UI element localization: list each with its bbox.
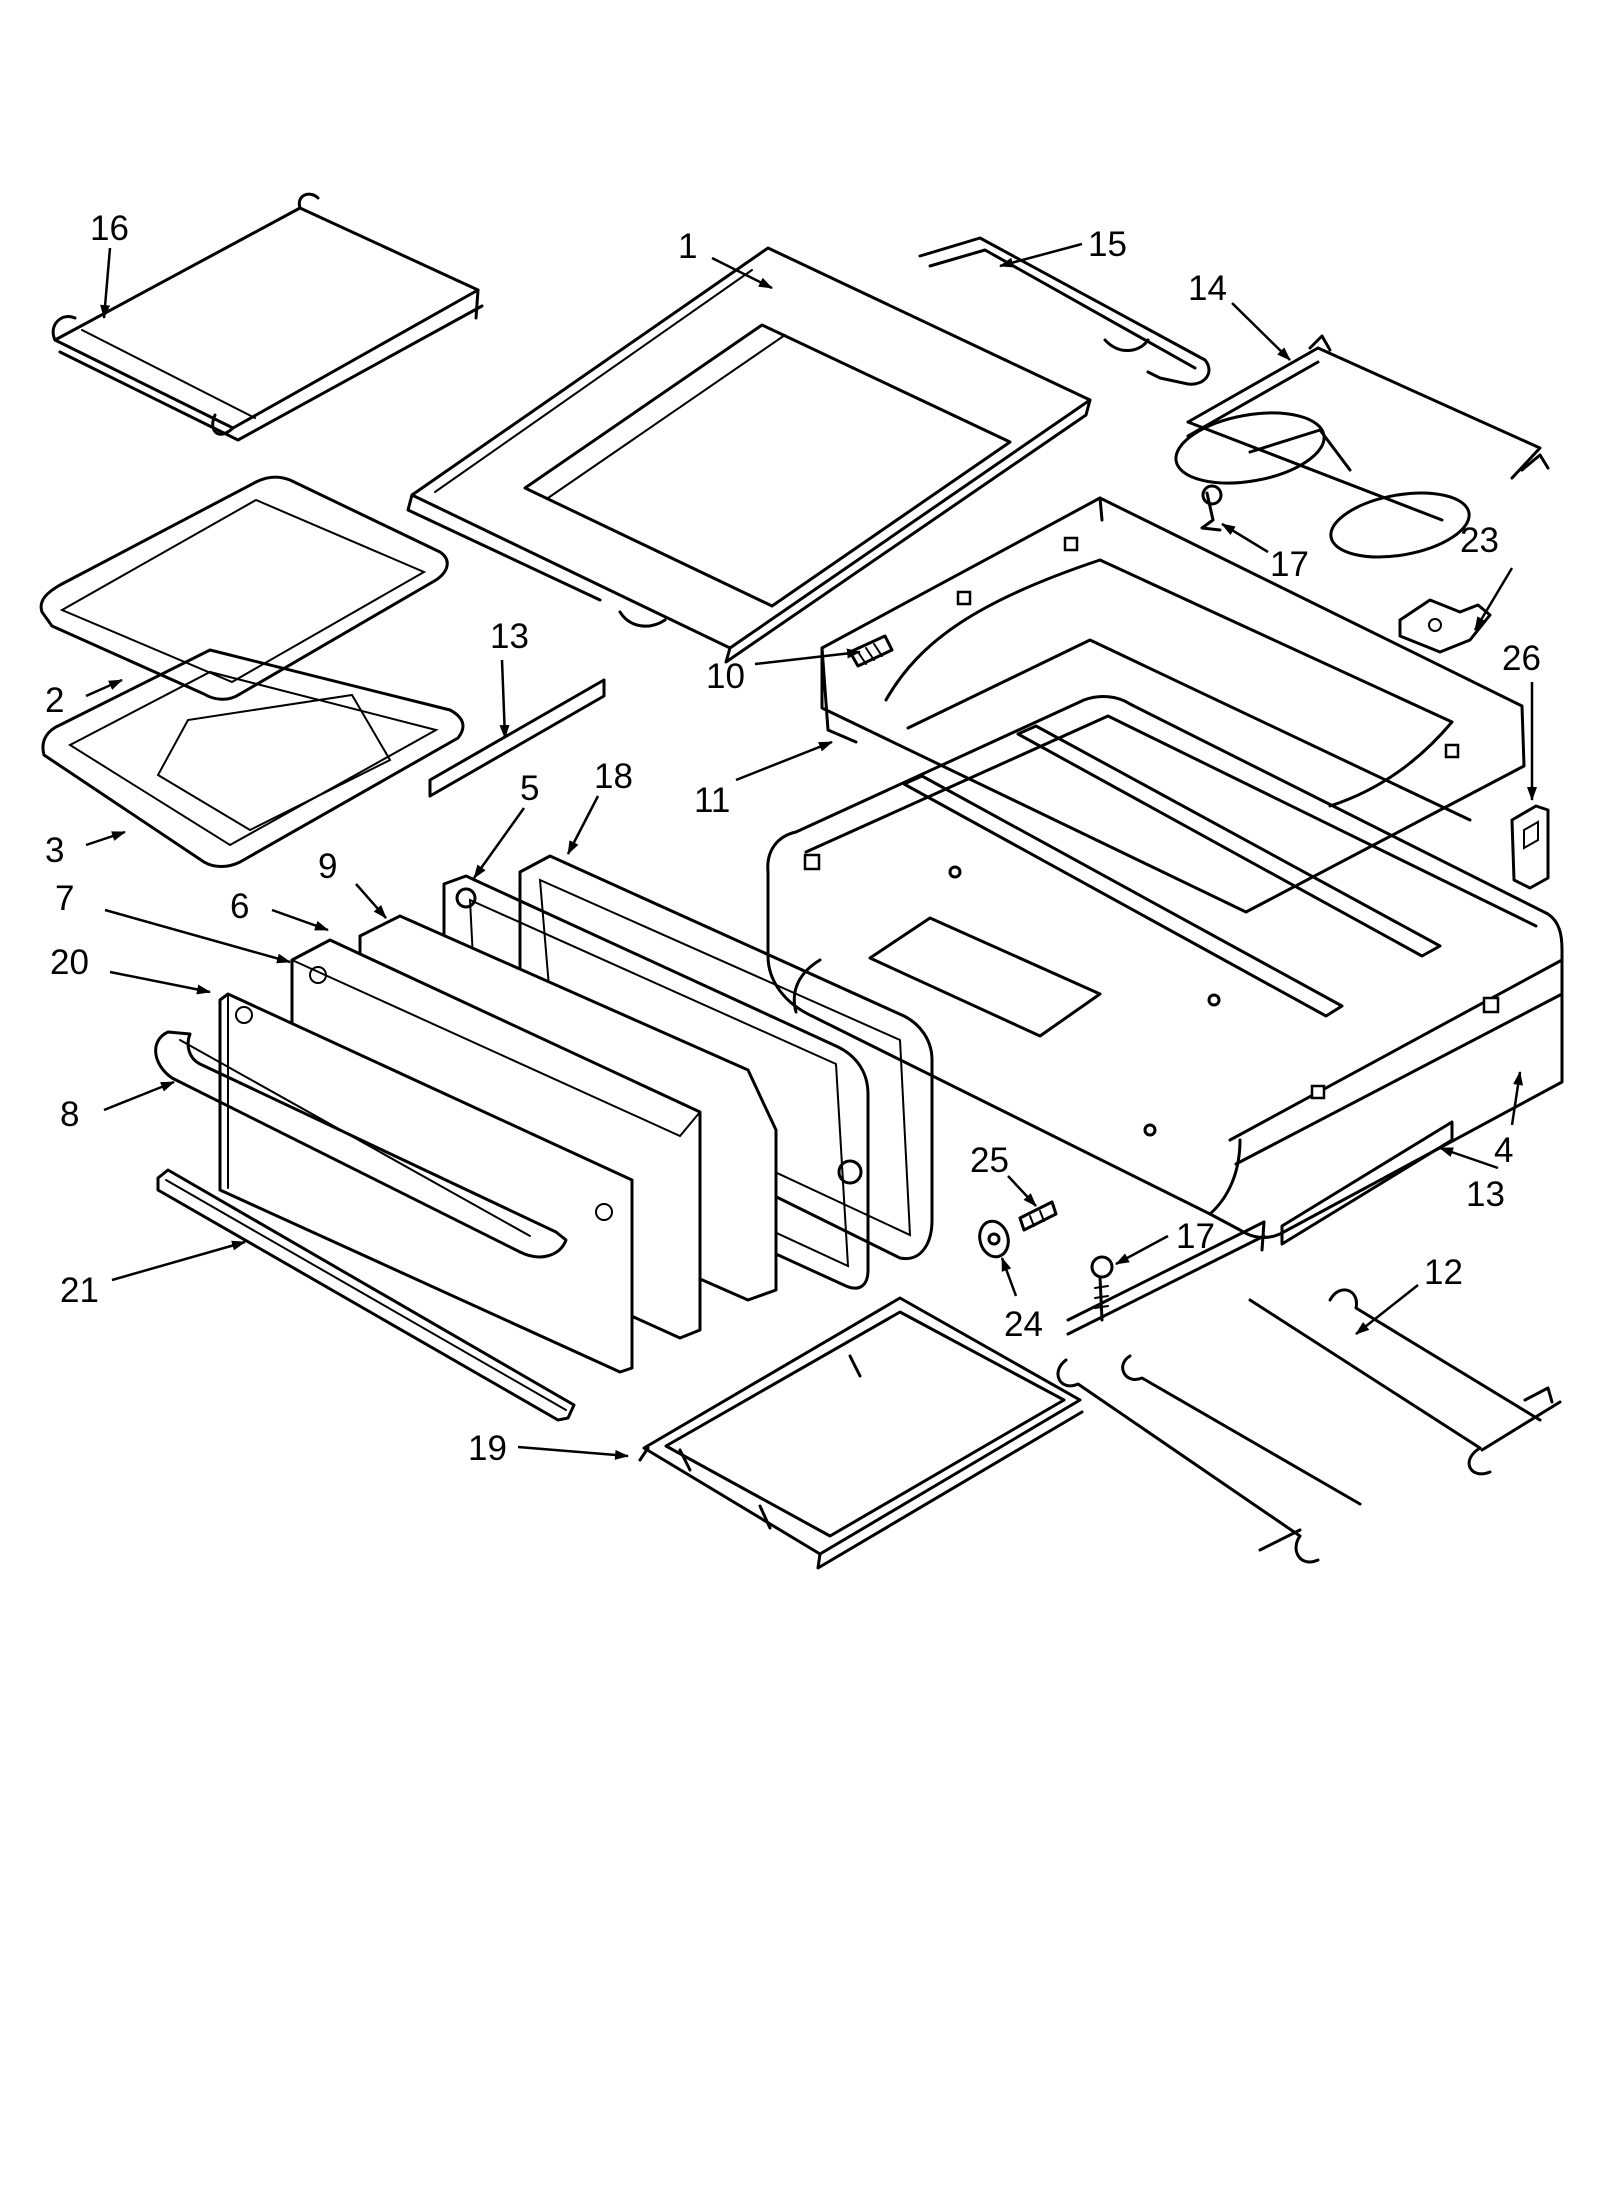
part-13-strip-lower bbox=[1280, 1120, 1454, 1246]
part-11-oven-liner bbox=[820, 496, 1526, 914]
callout-10: 10 bbox=[706, 657, 745, 696]
callout-13-upper: 13 bbox=[490, 617, 529, 656]
callout-26: 26 bbox=[1502, 639, 1541, 678]
callout-24: 24 bbox=[1004, 1305, 1043, 1344]
part-3-broiler-pan bbox=[41, 648, 465, 868]
callout-6: 6 bbox=[230, 887, 249, 926]
callout-23: 23 bbox=[1460, 521, 1499, 560]
part-13-strip-upper bbox=[428, 678, 606, 798]
part-1-oven-rack bbox=[406, 246, 1092, 664]
leader-lines bbox=[85, 242, 1537, 1460]
part-4-drawer-body bbox=[766, 695, 1564, 1239]
callout-13-lower: 13 bbox=[1466, 1175, 1505, 1214]
callout-16: 16 bbox=[90, 209, 129, 248]
callout-14: 14 bbox=[1188, 269, 1227, 308]
part-19-drawer-rack bbox=[638, 1296, 1084, 1570]
part-21-trim bbox=[156, 1168, 576, 1422]
part-16-small-rack bbox=[51, 192, 484, 442]
callout-9: 9 bbox=[318, 847, 337, 886]
callout-20: 20 bbox=[50, 943, 89, 982]
callout-11: 11 bbox=[694, 781, 730, 820]
part-20-outer-panel bbox=[218, 992, 634, 1374]
part-25-bolt bbox=[1018, 1200, 1058, 1232]
part-10-screw bbox=[848, 634, 894, 668]
callout-17-top: 17 bbox=[1270, 545, 1309, 584]
callout-25: 25 bbox=[970, 1141, 1009, 1180]
part-17-screw-bottom bbox=[1090, 1255, 1114, 1322]
callout-5: 5 bbox=[520, 769, 539, 808]
callout-3: 3 bbox=[45, 831, 64, 870]
callout-4: 4 bbox=[1494, 1131, 1513, 1170]
callout-1: 1 bbox=[678, 227, 697, 266]
callout-18: 18 bbox=[594, 757, 633, 796]
part-15-rack-rail bbox=[918, 236, 1211, 386]
callout-2: 2 bbox=[45, 681, 64, 720]
part-24-roller bbox=[978, 1219, 1010, 1259]
part-26-bracket bbox=[1510, 804, 1550, 890]
part-23-bracket bbox=[1398, 598, 1492, 654]
callout-19: 19 bbox=[468, 1429, 507, 1468]
part-8-door-handle bbox=[154, 1030, 568, 1259]
callout-8: 8 bbox=[60, 1095, 79, 1134]
callout-21: 21 bbox=[60, 1271, 99, 1310]
callout-15: 15 bbox=[1088, 225, 1127, 264]
callout-12: 12 bbox=[1424, 1253, 1463, 1292]
callout-labels: 16 1 15 14 17 23 26 10 11 13 2 3 5 18 9 … bbox=[45, 209, 1541, 1468]
callout-7: 7 bbox=[55, 879, 74, 918]
part-14-bake-element bbox=[1174, 334, 1550, 559]
callout-17-bottom: 17 bbox=[1176, 1217, 1215, 1256]
part-2-broiler-grid bbox=[39, 475, 449, 701]
part-12-lower-element bbox=[1056, 1220, 1562, 1564]
part-17-screw-top bbox=[1200, 484, 1223, 532]
